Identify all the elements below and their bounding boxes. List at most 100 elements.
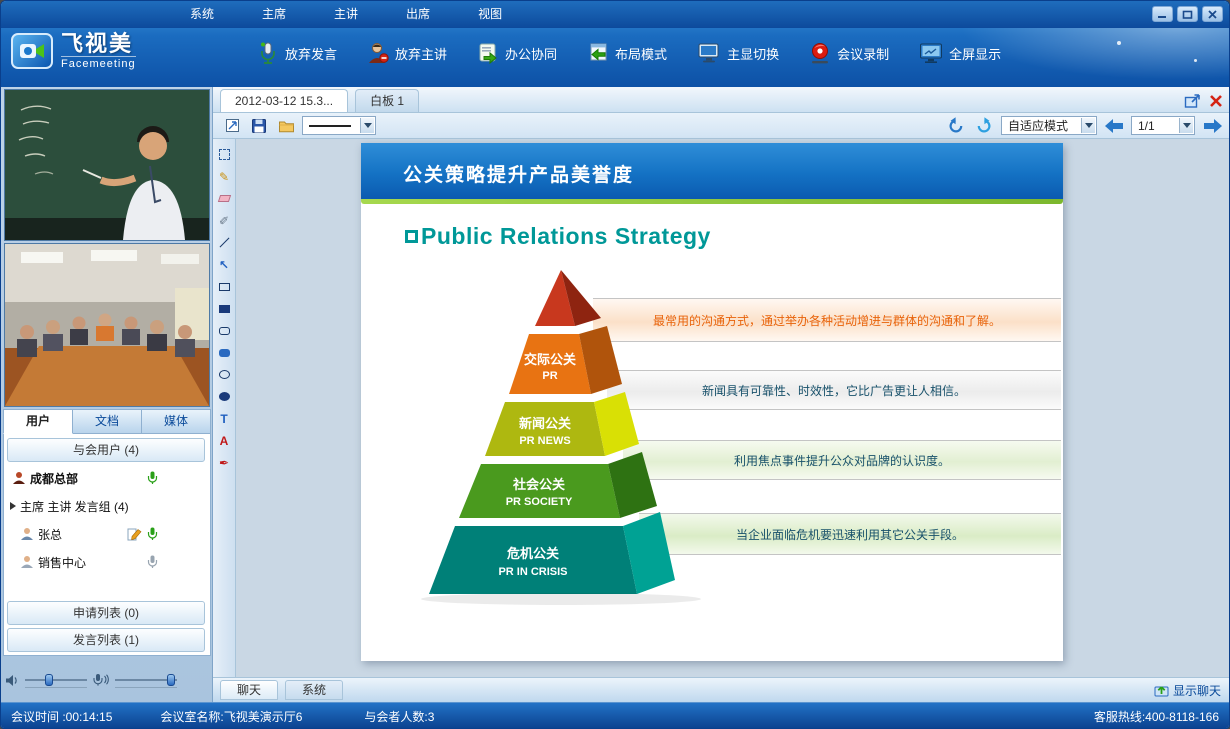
close-button[interactable] <box>1202 6 1223 22</box>
presentation-slide: 公关策略提升产品美誉度 Public Relations Strategy 最常… <box>361 143 1063 661</box>
pen-tool[interactable]: ✎ <box>215 167 234 186</box>
undo-button[interactable] <box>945 115 967 136</box>
speaker-list-button[interactable]: 发言列表 (1) <box>7 628 205 652</box>
give-up-speaking-button[interactable]: 放弃发言 <box>249 37 345 69</box>
user-panel: 与会用户 (4) 成都总部 主席 主讲 发言组 (4) <box>3 434 211 656</box>
close-document-icon[interactable] <box>1209 94 1223 108</box>
redo-button[interactable] <box>973 115 995 136</box>
brush-tool[interactable]: ✐ <box>215 211 234 230</box>
doc-tab-actions <box>1184 93 1229 112</box>
speaker-volume-slider[interactable] <box>25 672 87 688</box>
fit-mode-value: 自适应模式 <box>1008 119 1069 133</box>
select-tool[interactable] <box>215 145 234 164</box>
slider-track[interactable] <box>115 679 177 681</box>
open-file-button[interactable] <box>275 115 297 136</box>
request-list-button[interactable]: 申请列表 (0) <box>7 601 205 625</box>
next-page-button[interactable] <box>1201 115 1223 136</box>
user-icon <box>13 472 25 484</box>
laser-pointer-tool[interactable]: ✒ <box>215 453 234 472</box>
menu-view[interactable]: 视图 <box>478 7 503 21</box>
group-row-speakers[interactable]: 主席 主讲 发言组 (4) <box>6 494 208 518</box>
edit-icon[interactable] <box>127 527 142 541</box>
drawing-tool-palette: ✎ ✐ ↖ T A ✒ <box>213 139 236 677</box>
system-tab[interactable]: 系统 <box>285 680 344 700</box>
font-color-tool[interactable]: A <box>215 431 234 450</box>
brand-subtitle: Facemeeting <box>61 56 136 70</box>
float-window-icon[interactable] <box>1184 93 1201 109</box>
menu-chairman[interactable]: 主席 <box>262 7 287 21</box>
pyramid-desc: 当企业面临危机要迅速利用其它公关手段。 <box>735 527 964 542</box>
page-select[interactable]: 1/1 <box>1131 116 1195 135</box>
show-chat-button[interactable]: 显示聊天 <box>1154 682 1229 699</box>
give-up-presenting-button[interactable]: 放弃主讲 <box>359 37 455 69</box>
text-tool[interactable]: T <box>215 409 234 428</box>
fit-page-button[interactable] <box>221 115 243 136</box>
video-feed-presenter[interactable] <box>4 89 210 241</box>
pen-icon: ✎ <box>218 169 230 184</box>
slider-level <box>115 687 177 688</box>
office-collab-button[interactable]: 办公协同 <box>469 37 565 69</box>
menu-items: 系统 主席 主讲 出席 视图 <box>166 1 526 28</box>
line-width-select[interactable] <box>302 116 376 135</box>
record-button[interactable]: 会议录制 <box>801 37 897 69</box>
chat-tab[interactable]: 聊天 <box>220 680 279 700</box>
layout-mode-button[interactable]: 布局模式 <box>579 37 675 69</box>
service-hotline: 客服热线:400-8118-166 <box>1093 710 1219 724</box>
maximize-button[interactable] <box>1177 6 1198 22</box>
office-collab-label: 办公协同 <box>505 46 558 62</box>
user-row-sales-center[interactable]: 销售中心 <box>6 550 208 574</box>
rectangle-tool[interactable] <box>215 277 234 296</box>
pyramid-desc: 新闻具有可靠性、时效性，它比广告更让人相信。 <box>701 383 966 398</box>
save-button[interactable] <box>248 115 270 136</box>
video-feed-room[interactable] <box>4 243 210 407</box>
minimize-button[interactable] <box>1152 6 1173 22</box>
participants-header[interactable]: 与会用户 (4) <box>7 438 205 462</box>
slider-thumb[interactable] <box>167 674 175 686</box>
give-up-presenting-label: 放弃主讲 <box>395 46 448 62</box>
tab-users[interactable]: 用户 <box>3 409 73 434</box>
fit-mode-select[interactable]: 自适应模式 <box>1001 116 1097 135</box>
dropdown-button[interactable] <box>1179 118 1193 133</box>
mic-volume-icon <box>93 674 109 686</box>
slider-track[interactable] <box>25 679 87 681</box>
user-row-zhang[interactable]: 张总 <box>6 522 208 546</box>
doc-tab-whiteboard[interactable]: 白板 1 <box>355 89 420 112</box>
rounded-rectangle-tool[interactable] <box>215 321 234 340</box>
ellipse-tool[interactable] <box>215 365 234 384</box>
fullscreen-button[interactable]: 全屏显示 <box>911 37 1009 69</box>
doc-tab-recording[interactable]: 2012-03-12 15.3... <box>220 89 349 112</box>
display-switch-label: 主显切换 <box>727 46 780 62</box>
menu-attendance[interactable]: 出席 <box>406 7 431 21</box>
filled-rounded-rectangle-icon <box>218 348 230 357</box>
open-folder-icon <box>278 121 294 133</box>
mic-on-icon[interactable] <box>147 527 158 541</box>
dropdown-button[interactable] <box>360 118 374 133</box>
dropdown-button[interactable] <box>1081 118 1095 133</box>
expand-triangle-icon[interactable] <box>10 502 16 510</box>
whiteboard-canvas[interactable]: ✎ ✐ ↖ T A ✒ 公关策略提升产品美誉度 Public Relations… <box>213 139 1229 677</box>
line-tool[interactable] <box>215 233 234 252</box>
mic-volume-slider[interactable] <box>115 672 177 688</box>
mic-off-icon[interactable] <box>147 555 158 569</box>
filled-rectangle-tool[interactable] <box>215 299 234 318</box>
user-row-chengdu-hq[interactable]: 成都总部 <box>6 466 208 490</box>
tab-documents[interactable]: 文档 <box>73 409 142 434</box>
display-switch-button[interactable]: 主显切换 <box>689 37 787 69</box>
meeting-time: 会议时间 :00:14:15 <box>11 710 113 724</box>
filled-rounded-rectangle-tool[interactable] <box>215 343 234 362</box>
slider-thumb[interactable] <box>45 674 53 686</box>
slide-accent-bar <box>361 199 1063 204</box>
eraser-tool[interactable] <box>215 189 234 208</box>
slide-header-title: 公关策略提升产品美誉度 <box>403 165 635 186</box>
eraser-icon <box>217 195 231 202</box>
fullscreen-icon <box>920 43 943 63</box>
tab-media[interactable]: 媒体 <box>142 409 211 434</box>
display-switch-icon <box>698 43 719 63</box>
mic-on-icon[interactable] <box>147 471 158 485</box>
arrow-tool[interactable]: ↖ <box>215 255 234 274</box>
menu-system[interactable]: 系统 <box>190 7 215 21</box>
filled-ellipse-tool[interactable] <box>215 387 234 406</box>
menu-presenter[interactable]: 主讲 <box>334 7 359 21</box>
show-chat-icon <box>1154 686 1169 697</box>
prev-page-button[interactable] <box>1103 115 1125 136</box>
